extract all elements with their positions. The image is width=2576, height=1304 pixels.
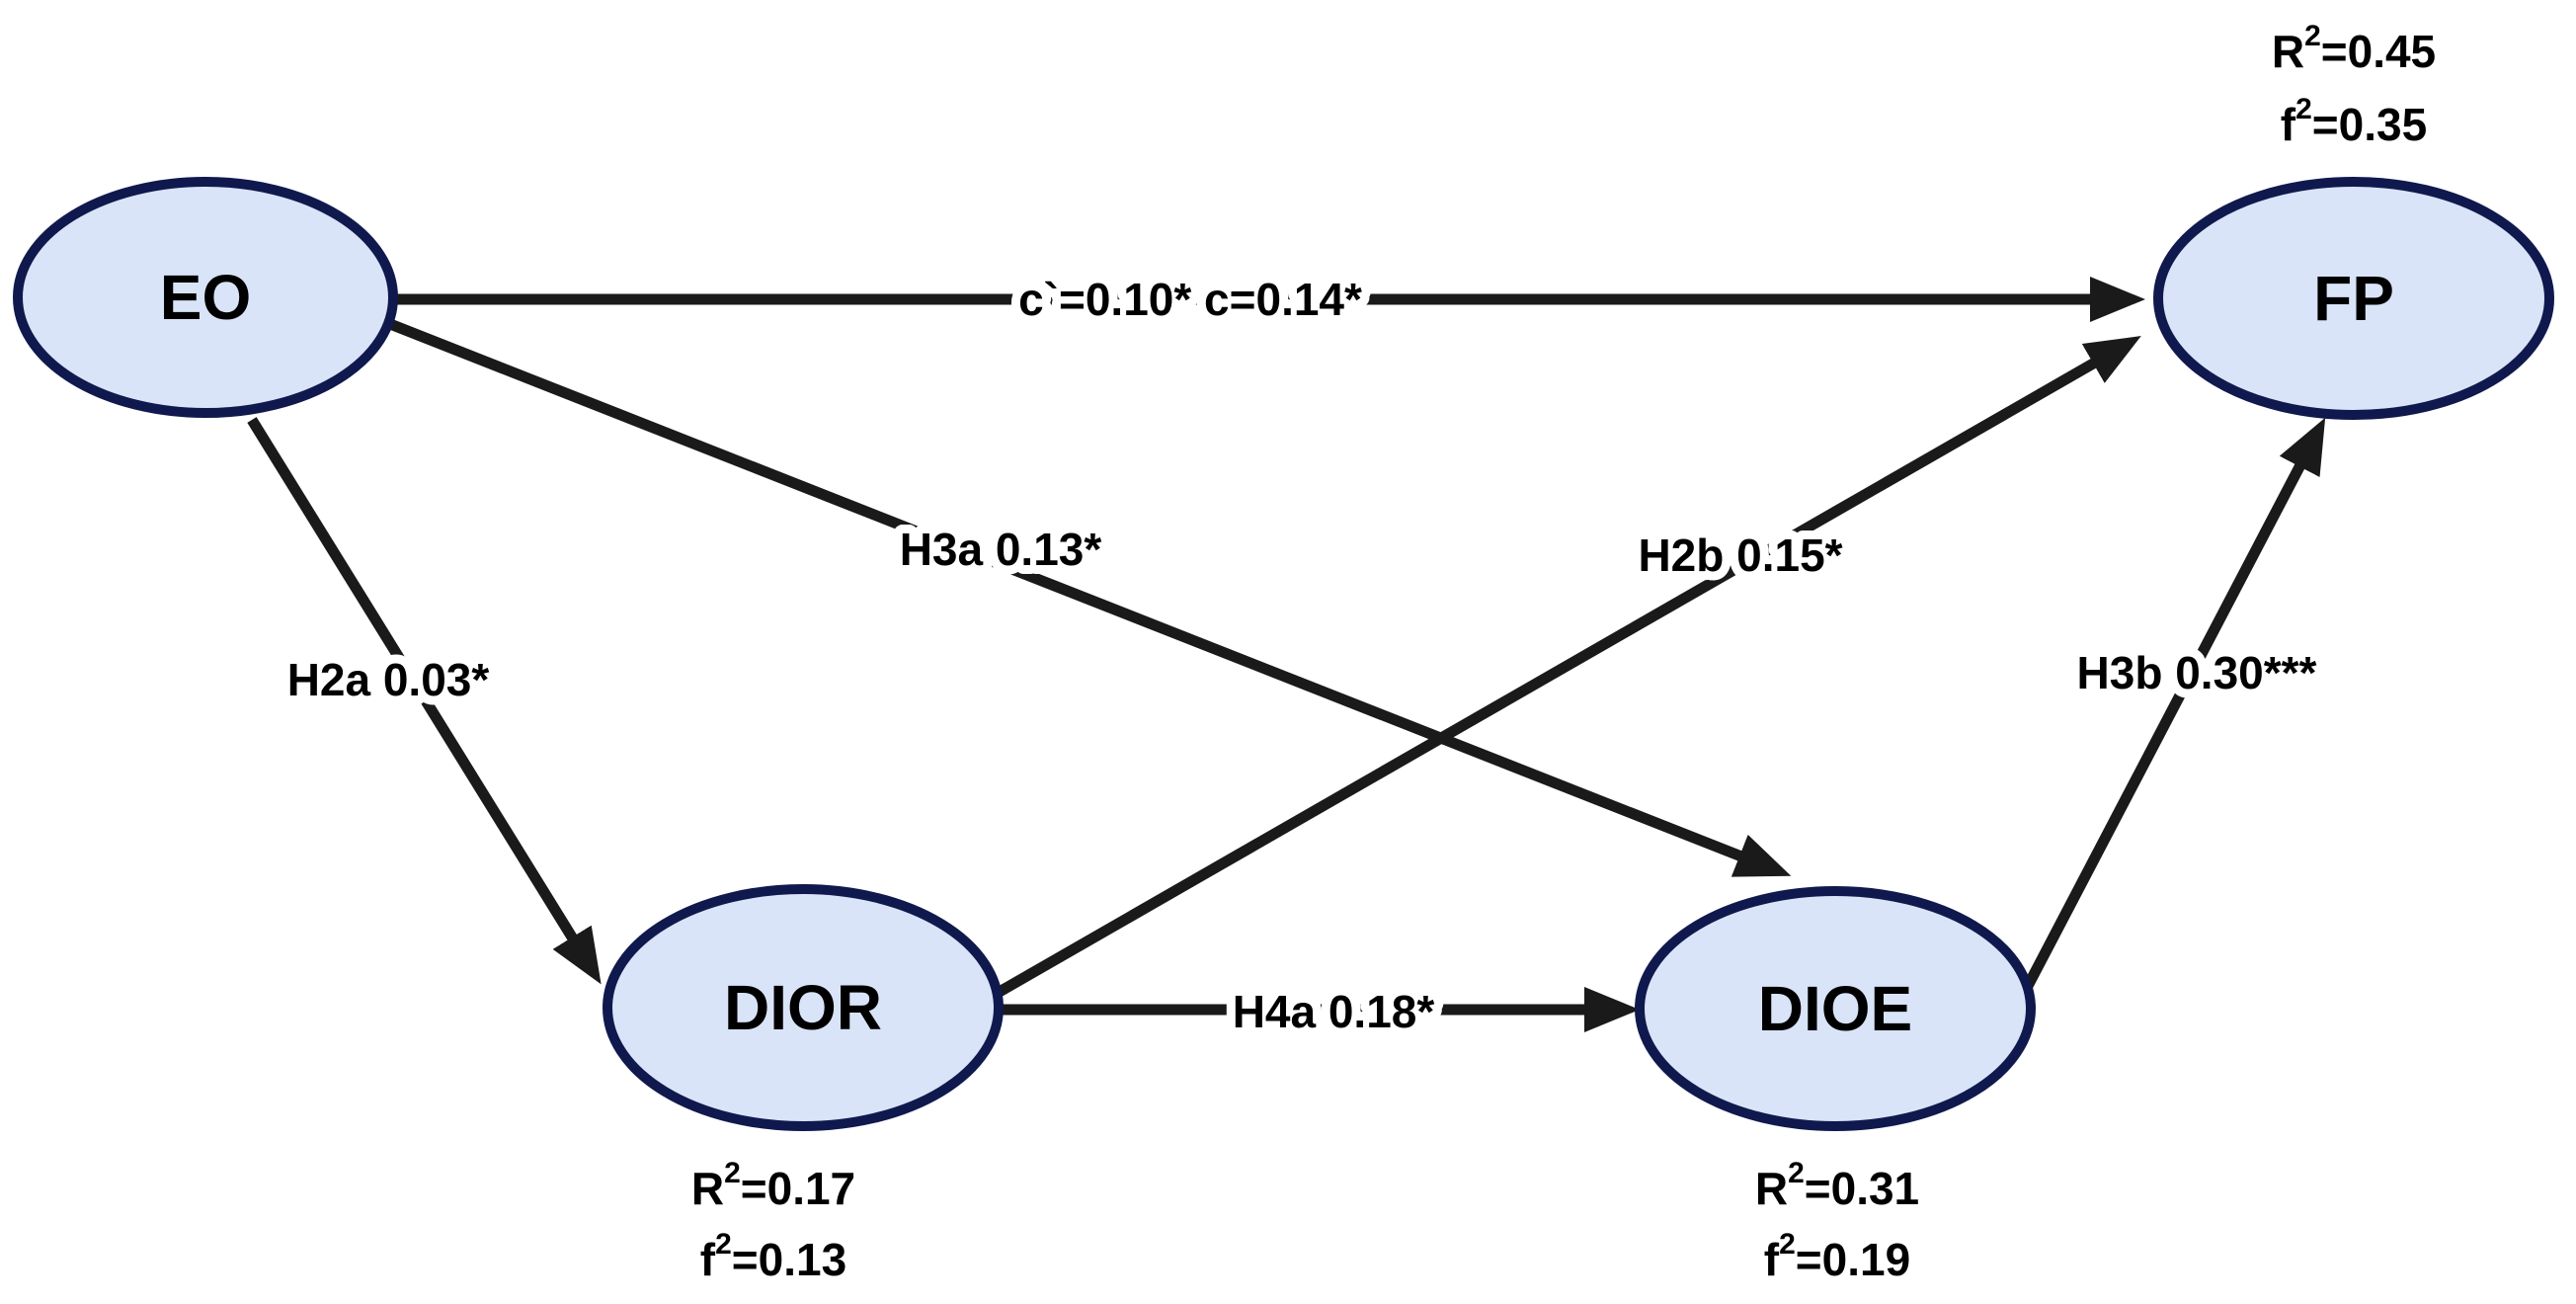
node-eo-label: EO	[160, 262, 251, 333]
stat-dioe-f2: f2=0.19	[1764, 1228, 1910, 1286]
stat-dior-r2: R2=0.17	[691, 1157, 855, 1215]
edge-dior-fp-line	[995, 336, 2141, 998]
node-dior-label: DIOR	[724, 972, 882, 1043]
edge-eo-dioe-line	[387, 318, 1792, 877]
node-eo-ellipse	[13, 177, 398, 418]
edge-dior-fp-label: H2b 0.15*	[1638, 530, 1842, 581]
edge-eo-fp-label: c`=0.10* c=0.14*	[1018, 274, 1362, 325]
node-dior-ellipse	[603, 884, 1004, 1131]
edge-eo-dioe-label: H3a 0.13*	[900, 524, 1102, 575]
node-dioe-ellipse	[1635, 886, 2036, 1131]
node-fp-label: FP	[2313, 263, 2394, 334]
edge-eo-dior-label: H2a 0.03*	[287, 654, 490, 705]
stat-fp-f2: f2=0.35	[2281, 93, 2427, 151]
node-dioe-label: DIOE	[1758, 973, 1912, 1044]
edge-dior-dioe-label: H4a 0.18*	[1233, 986, 1435, 1037]
node-fp-ellipse	[2153, 177, 2554, 420]
edge-dioe-fp-label: H3b 0.30***	[2077, 647, 2317, 698]
stat-dioe-r2: R2=0.31	[1755, 1157, 1919, 1215]
edge-dioe-fp-line	[2022, 417, 2326, 991]
stat-dior-f2: f2=0.13	[700, 1228, 846, 1286]
edge-eo-dior-line	[247, 417, 602, 985]
stat-fp-r2: R2=0.45	[2272, 20, 2436, 78]
